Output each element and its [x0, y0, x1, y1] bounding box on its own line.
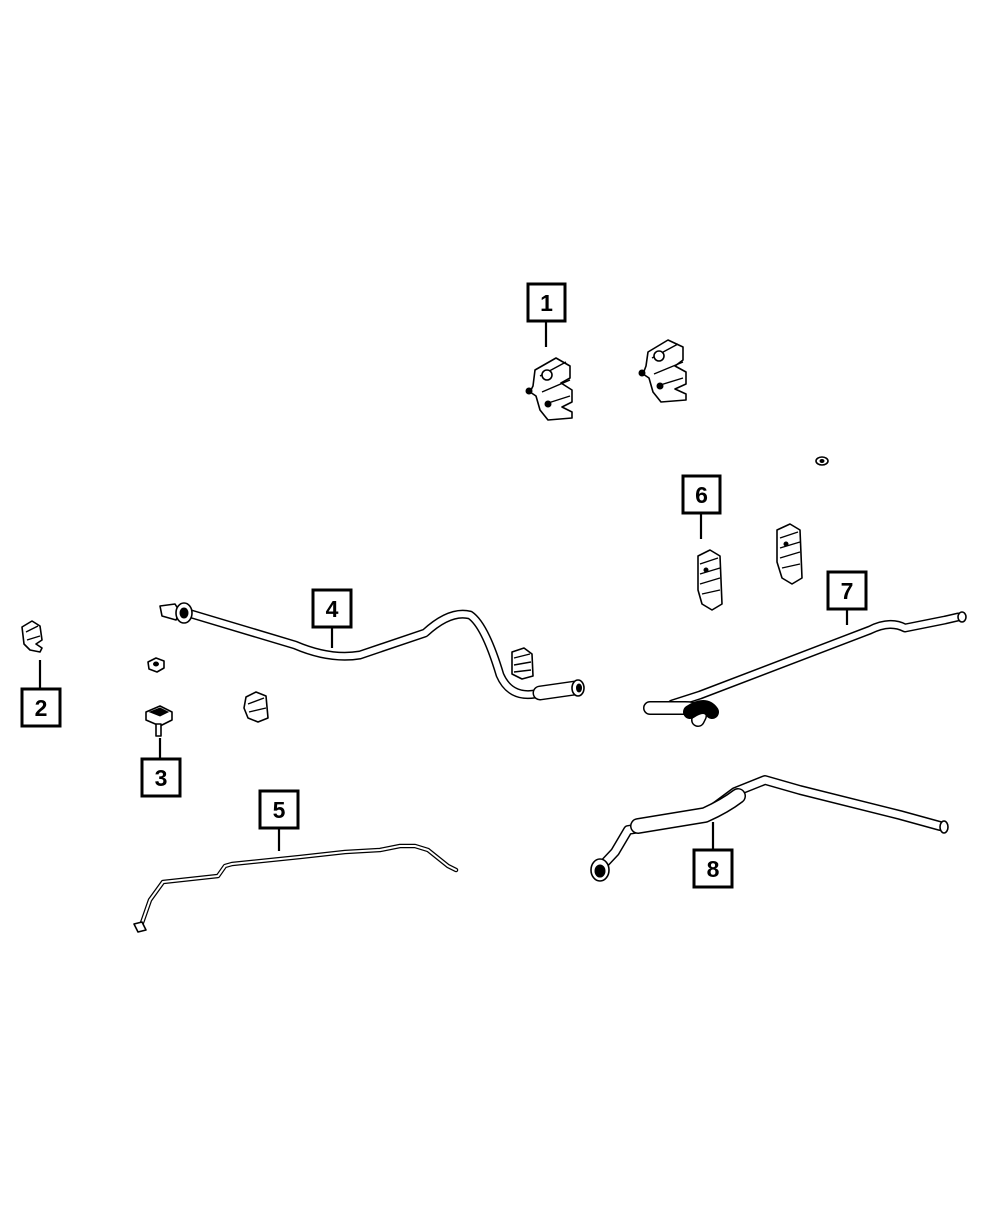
clip-6b [776, 523, 803, 585]
tube-8 [590, 775, 949, 882]
callout-1-label: 1 [540, 290, 553, 316]
callout-7-label: 7 [841, 578, 854, 604]
clip-6a [697, 549, 723, 611]
callout-2-label: 2 [35, 695, 48, 721]
clip-on-tube-4 [511, 647, 534, 680]
callout-1[interactable]: 1 [526, 282, 567, 323]
callout-6[interactable]: 6 [681, 474, 722, 515]
callout-8[interactable]: 8 [692, 848, 734, 889]
clip-bracket-b [638, 339, 687, 403]
callout-4[interactable]: 4 [311, 588, 353, 629]
callout-7[interactable]: 7 [826, 570, 868, 611]
callout-3[interactable]: 3 [140, 757, 182, 798]
callout-6-label: 6 [695, 482, 708, 508]
tube-4 [159, 602, 585, 701]
callout-2[interactable]: 2 [20, 687, 62, 728]
callout-8-label: 8 [707, 856, 720, 882]
clip-2 [21, 620, 43, 653]
callout-5-label: 5 [273, 797, 286, 823]
push-pin-3 [145, 705, 173, 737]
line-5 [133, 843, 459, 933]
clip-bracket-a [525, 357, 573, 421]
small-nut [815, 456, 829, 466]
tube-7 [643, 611, 967, 727]
callout-4-label: 4 [326, 596, 339, 622]
hex-nut [147, 657, 165, 673]
clip-small [243, 691, 269, 723]
callout-5[interactable]: 5 [258, 789, 300, 830]
callout-3-label: 3 [155, 765, 168, 791]
